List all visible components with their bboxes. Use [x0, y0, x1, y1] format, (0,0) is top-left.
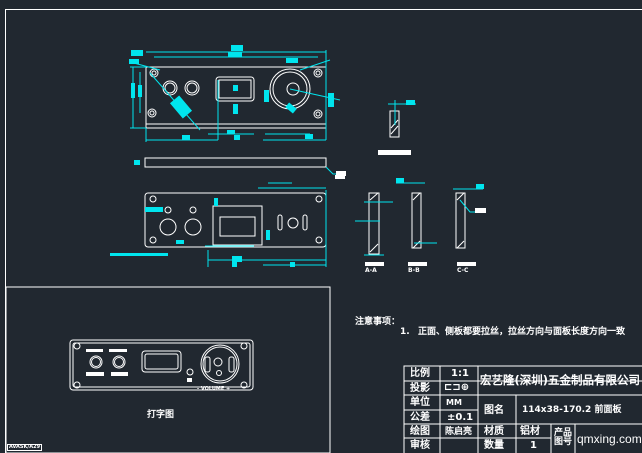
print-view-panel [69, 339, 254, 391]
drawn-value: 陈启亮 [445, 427, 473, 437]
projection-symbol-icon: ⊏⊐⊕ [444, 382, 470, 393]
review-label: 审核 [410, 440, 430, 451]
section-label-b: B-B [408, 267, 420, 274]
title-block-grid [403, 365, 642, 453]
section-label-c: C-C [457, 267, 469, 274]
tolerance-value: ±0.1 [447, 412, 474, 423]
tolerance-label: 公差 [410, 412, 430, 423]
print-view-box [5, 286, 331, 453]
part-no-label: 产品图号 [553, 428, 572, 447]
material-label: 材质 [484, 426, 504, 437]
drawn-label: 绘图 [410, 426, 430, 437]
scale-value: 1:1 [451, 368, 469, 379]
unit-label: 单位 [410, 397, 430, 408]
projection-label: 投影 [410, 383, 430, 394]
material-value: 铝材 [520, 426, 540, 437]
quantity-label: 数量 [484, 440, 504, 451]
volume-label: - VOLUME + [197, 386, 231, 392]
company-name: 宏艺隆(深圳)五金制品有限公司 [480, 373, 641, 387]
unit-value: MM [446, 398, 462, 407]
notes-heading: 注意事项： [355, 317, 401, 327]
watermark: qmxing.com [577, 432, 642, 446]
drawing-name-label: 图名 [484, 405, 504, 416]
note-text: 正面、侧板都要拉丝，拉丝方向与面板长度方向一致 [418, 327, 626, 337]
front-view [129, 45, 346, 176]
section-label-a: A-A [365, 267, 377, 274]
back-view [110, 175, 345, 267]
note-number: 1. [400, 327, 410, 337]
section-views [355, 100, 486, 266]
corner-tag: AVASK/A29 [7, 444, 43, 451]
drawing-name-value: 114x38-170.2 前面板 [522, 405, 622, 415]
print-view-caption: 打字图 [147, 410, 175, 420]
quantity-value: 1 [530, 440, 537, 451]
scale-label: 比例 [410, 368, 430, 379]
